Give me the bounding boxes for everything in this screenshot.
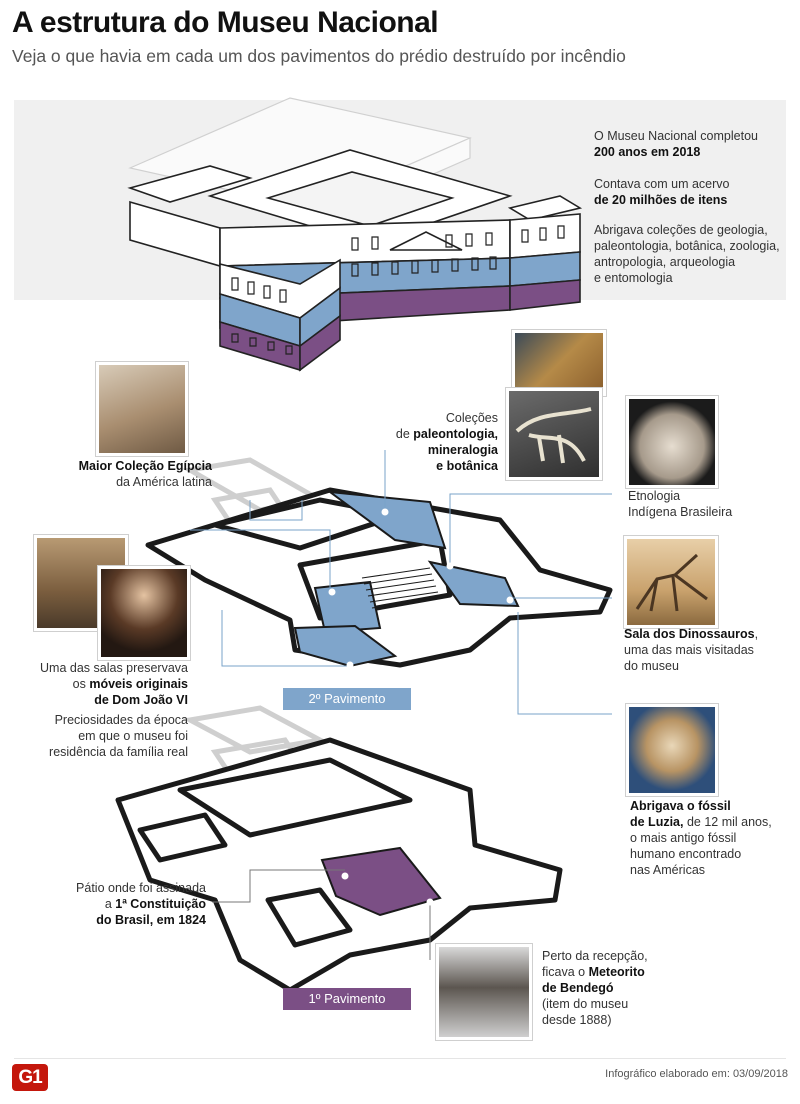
- callout-courtyard-bold: 1ª Constituição: [115, 897, 206, 911]
- page-subtitle: Veja o que havia em cada um dos paviment…: [12, 46, 626, 66]
- callout-meteorite: Perto da recepção, ficava o Meteorito de…: [542, 948, 648, 1028]
- callout-egyptian-text: da América latina: [116, 475, 212, 489]
- fossil-collection-photo: [512, 330, 606, 396]
- bendego-meteorite-photo: [436, 944, 532, 1040]
- callout-meteorite-line: desde 1888): [542, 1013, 612, 1027]
- callout-ethnology-line: Indígena Brasileira: [628, 505, 733, 519]
- fact-areas-line: antropologia, arqueologia: [594, 255, 736, 269]
- fact-collection-bold: de 20 milhões de itens: [594, 193, 728, 207]
- callout-luzia-bold: Abrigava o fóssil: [630, 799, 731, 813]
- fact-areas-line: paleontologia, botânica, zoologia,: [594, 239, 780, 253]
- callout-courtyard-bold: do Brasil, em 1824: [96, 913, 206, 927]
- dinosaur-hall-photo: [624, 536, 718, 628]
- callout-luzia-line: o mais antigo fóssil: [630, 831, 737, 845]
- callout-furniture-bold: móveis originais: [89, 677, 188, 691]
- fact-anniversary-bold: 200 anos em 2018: [594, 145, 701, 159]
- callout-luzia: Abrigava o fóssil de Luzia, de 12 mil an…: [630, 798, 772, 878]
- callout-luzia-line: nas Américas: [630, 863, 706, 877]
- museum-building-illustration: [127, 97, 583, 372]
- callout-meteorite-text: ficava o: [542, 965, 589, 979]
- pterosaur-skeleton-photo: [506, 388, 602, 480]
- indigenous-artifact-photo: [626, 396, 718, 488]
- fact-areas-line: Abrigava coleções de geologia,: [594, 223, 768, 237]
- callout-collections-line: Coleções: [445, 411, 498, 425]
- callout-courtyard: Pátio onde foi assinada a 1ª Constituiçã…: [40, 880, 206, 928]
- egyptian-mummy-photo: [96, 362, 188, 456]
- callout-ethnology: Etnologia Indígena Brasileira: [628, 488, 732, 520]
- callout-furniture: Uma das salas preservava os móveis origi…: [20, 660, 188, 708]
- callout-ethnology-line: Etnologia: [628, 489, 681, 503]
- callout-meteorite-line: Perto da recepção,: [542, 949, 648, 963]
- floor-tag-second: 2º Pavimento: [283, 688, 411, 710]
- page-title: A estrutura do Museu Nacional: [12, 6, 439, 39]
- callout-dinosaurs-line: uma das mais visitadas: [624, 643, 754, 657]
- callout-courtyard-text: a: [104, 897, 116, 911]
- callout-courtyard-line: Pátio onde foi assinada: [76, 881, 206, 895]
- callout-luzia-line: humano encontrado: [630, 847, 742, 861]
- callout-collections-text: de: [395, 427, 414, 441]
- dom-joao-portrait-photo: [98, 566, 190, 660]
- callout-collections-bold: paleontologia,: [413, 427, 498, 441]
- g1-logo: G1: [12, 1064, 48, 1091]
- callout-treasures-line: Preciosidades da época: [54, 713, 188, 727]
- floor-tag-first: 1º Pavimento: [283, 988, 411, 1010]
- footer-credit: Infográfico elaborado em: 03/09/2018: [605, 1068, 788, 1080]
- callout-collections: Coleções de paleontologia, mineralogia e…: [362, 410, 498, 474]
- fact-areas: Abrigava coleções de geologia, paleontol…: [594, 222, 780, 286]
- callout-dinosaurs-text: ,: [754, 627, 759, 641]
- callout-egyptian: Maior Coleção Egípcia da América latina: [28, 458, 212, 490]
- callout-treasures-line: em que o museu foi: [78, 729, 188, 743]
- fact-anniversary: O Museu Nacional completou 200 anos em 2…: [594, 128, 758, 160]
- callout-collections-bold: mineralogia: [427, 443, 498, 457]
- callout-dinosaurs-bold: Sala dos Dinossauros: [624, 627, 755, 641]
- callout-egyptian-bold: Maior Coleção Egípcia: [78, 459, 212, 473]
- callout-treasures: Preciosidades da época em que o museu fo…: [20, 712, 188, 760]
- fact-collection: Contava com um acervo de 20 milhões de i…: [594, 176, 729, 208]
- fact-anniversary-text: O Museu Nacional completou: [594, 129, 758, 143]
- callout-furniture-line: Uma das salas preservava: [40, 661, 188, 675]
- footer-divider: [14, 1058, 786, 1059]
- callout-dinosaurs-line: do museu: [624, 659, 679, 673]
- callout-furniture-text: os: [72, 677, 90, 691]
- callout-collections-bold: e botânica: [436, 459, 498, 473]
- first-floor-highlight: [320, 846, 442, 917]
- fact-areas-line: e entomologia: [594, 271, 673, 285]
- callout-treasures-line: residência da família real: [49, 745, 188, 759]
- luzia-skull-photo: [626, 704, 718, 796]
- callout-meteorite-line: (item do museu: [542, 997, 629, 1011]
- callout-luzia-bold: de Luzia,: [630, 815, 684, 829]
- callout-luzia-text: de 12 mil anos,: [683, 815, 772, 829]
- callout-dinosaurs: Sala dos Dinossauros, uma das mais visit…: [624, 626, 758, 674]
- second-floor-highlight: [293, 490, 520, 668]
- fact-collection-text: Contava com um acervo: [594, 177, 730, 191]
- callout-meteorite-bold: Meteorito: [588, 965, 645, 979]
- callout-furniture-bold: de Dom João VI: [94, 693, 188, 707]
- callout-meteorite-bold: de Bendegó: [542, 981, 614, 995]
